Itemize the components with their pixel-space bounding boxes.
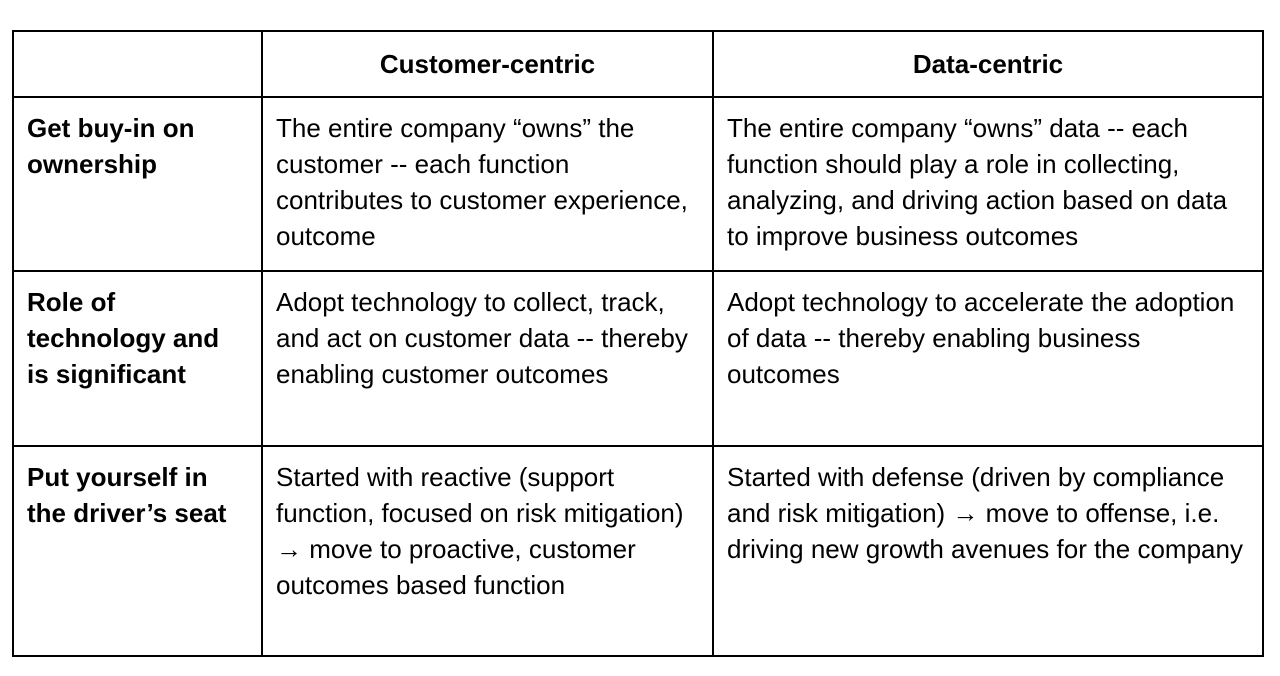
column-header-customer-centric: Customer-centric [261,30,714,98]
cell-customer-centric: The entire company “owns” the customer -… [261,96,714,272]
column-header-data-centric: Data-centric [712,30,1264,98]
cell-data-centric: Adopt technology to accelerate the adopt… [712,270,1264,447]
cell-data-centric: Started with defense (driven by complian… [712,445,1264,657]
cell-data-centric: The entire company “owns” data -- each f… [712,96,1264,272]
corner-cell [12,30,263,98]
table-row: Put yourself in the driver’s seat Starte… [12,445,1264,657]
cell-customer-centric: Adopt technology to collect, track, and … [261,270,714,447]
row-header-technology: Role of technology and is significant [12,270,263,447]
table-row: Get buy-in on ownership The entire compa… [12,96,1264,272]
cell-customer-centric: Started with reactive (support function,… [261,445,714,657]
row-header-drivers-seat: Put yourself in the driver’s seat [12,445,263,657]
header-row: Customer-centric Data-centric [12,30,1264,98]
row-header-ownership: Get buy-in on ownership [12,96,263,272]
comparison-table: Customer-centric Data-centric Get buy-in… [12,30,1264,657]
table-row: Role of technology and is significant Ad… [12,270,1264,447]
